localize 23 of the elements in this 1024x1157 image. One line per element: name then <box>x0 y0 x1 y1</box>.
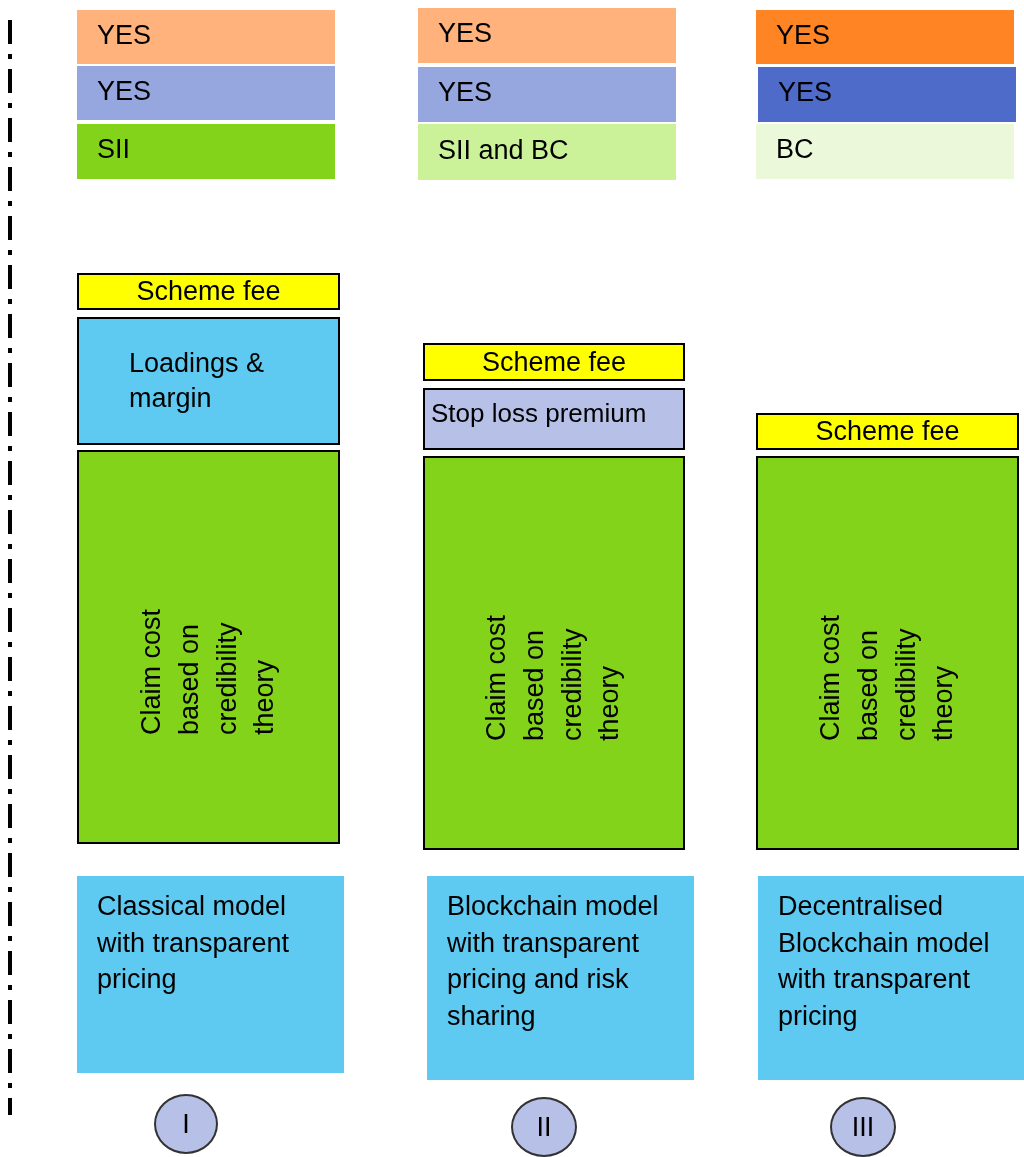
answer-bar: YES <box>418 67 676 122</box>
fee-box: Scheme fee <box>756 413 1019 450</box>
premium-box: Stop loss premium <box>423 388 685 450</box>
regime-bar: SII <box>77 124 335 179</box>
answer-bar: YES <box>758 67 1016 122</box>
fee-box: Scheme fee <box>423 343 685 381</box>
claim-cost-box: Claim cost based on credibility theory <box>756 456 1019 850</box>
claim-cost-box: Claim cost based on credibility theory <box>423 456 685 850</box>
model-box: Classical model with transparent pricing <box>77 876 344 1073</box>
numeral-circle: II <box>511 1097 577 1157</box>
answer-bar: YES <box>77 10 335 64</box>
loading-box: Loadings & margin <box>77 317 340 445</box>
answer-bar: YES <box>77 66 335 120</box>
numeral-circle: I <box>154 1094 218 1154</box>
claim-cost-box: Claim cost based on credibility theory <box>77 450 340 844</box>
answer-bar: YES <box>756 10 1014 64</box>
regime-bar: SII and BC <box>418 124 676 180</box>
regime-bar: BC <box>756 124 1014 179</box>
answer-bar: YES <box>418 8 676 63</box>
model-box: Blockchain model with transparent pricing and risk sharing <box>427 876 694 1080</box>
model-box: Decentralised Blockchain model with transparent pricing <box>758 876 1024 1080</box>
numeral-circle: III <box>830 1097 896 1157</box>
fee-box: Scheme fee <box>77 273 340 310</box>
